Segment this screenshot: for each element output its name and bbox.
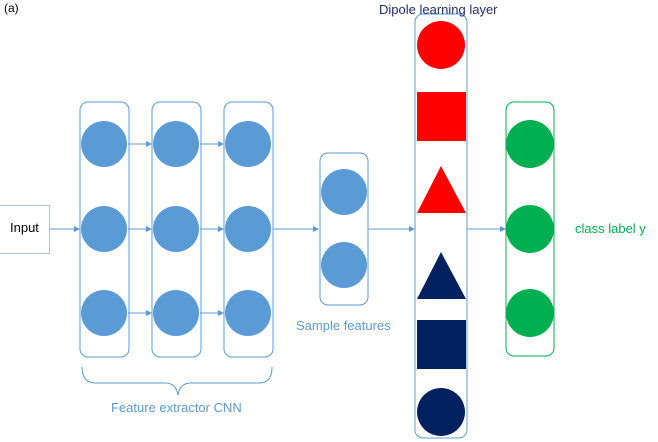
sample-feature-node xyxy=(321,242,367,288)
cnn-label: Feature extractor CNN xyxy=(111,400,242,415)
input-label: Input xyxy=(10,220,39,235)
sample-features-label: Sample features xyxy=(296,318,391,333)
cnn-node xyxy=(225,290,271,336)
cnn-node xyxy=(153,206,199,252)
cnn-node xyxy=(225,121,271,167)
sample-feature-node xyxy=(321,169,367,215)
cnn-node xyxy=(81,206,127,252)
red-triangle-icon xyxy=(417,166,466,213)
red-circle-icon xyxy=(417,21,465,69)
output-node xyxy=(506,120,554,168)
panel-label: (a) xyxy=(4,1,19,15)
input-box xyxy=(0,205,50,254)
cnn-node xyxy=(81,121,127,167)
cnn-node xyxy=(153,290,199,336)
dipole-layer-title: Dipole learning layer xyxy=(379,2,498,17)
navy-triangle-icon xyxy=(417,252,466,299)
red-square-icon xyxy=(417,92,466,141)
cnn-brace xyxy=(81,366,273,396)
cnn-node xyxy=(225,206,271,252)
cnn-node xyxy=(153,121,199,167)
class-label: class label y xyxy=(575,221,646,236)
dipole-layer-box xyxy=(414,13,468,439)
navy-square-icon xyxy=(417,320,466,369)
cnn-node xyxy=(81,290,127,336)
output-node xyxy=(506,289,554,337)
navy-circle-icon xyxy=(417,388,465,436)
output-node xyxy=(506,205,554,253)
